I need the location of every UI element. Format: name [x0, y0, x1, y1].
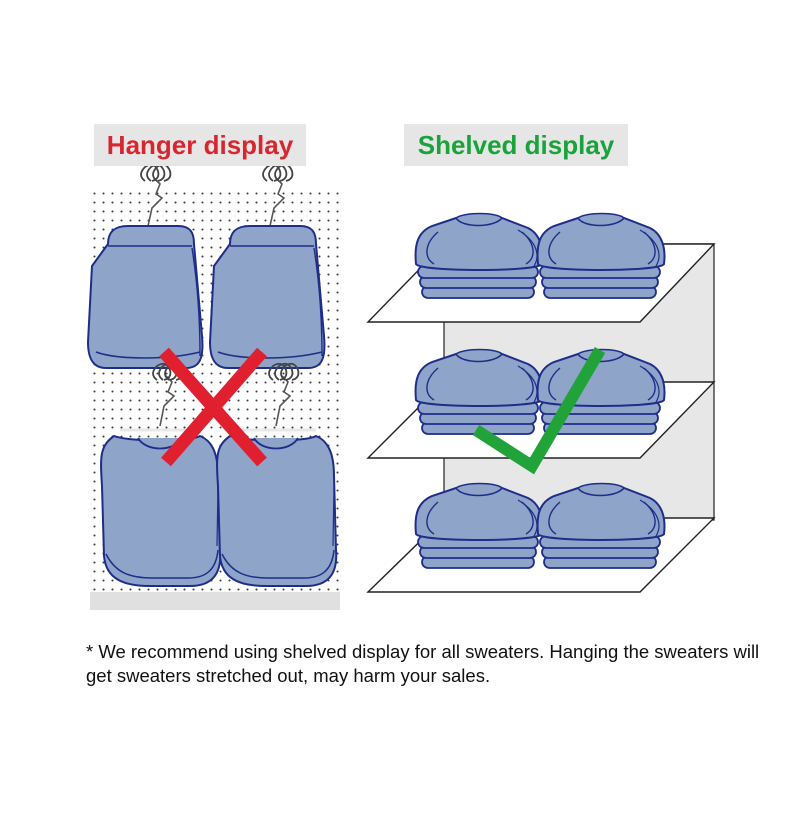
hanger-panel [87, 163, 340, 610]
display-floor [90, 592, 340, 610]
sweater-stack [414, 482, 544, 569]
shelved-display-title: Shelved display [404, 124, 628, 166]
recommendation-footnote: * We recommend using shelved display for… [86, 641, 760, 686]
hanger-display-title: Hanger display [94, 124, 306, 166]
sweater-stack [536, 482, 666, 569]
hanger-display-title-text: Hanger display [106, 129, 294, 160]
checkmark-icon [472, 346, 606, 475]
shelved-display-title-text: Shelved display [417, 129, 615, 160]
shelved-panel [366, 212, 716, 593]
sweater-stack [414, 348, 544, 435]
cross-icon [159, 347, 267, 467]
sweater-stack [536, 212, 666, 299]
sweater-stack [414, 212, 544, 299]
